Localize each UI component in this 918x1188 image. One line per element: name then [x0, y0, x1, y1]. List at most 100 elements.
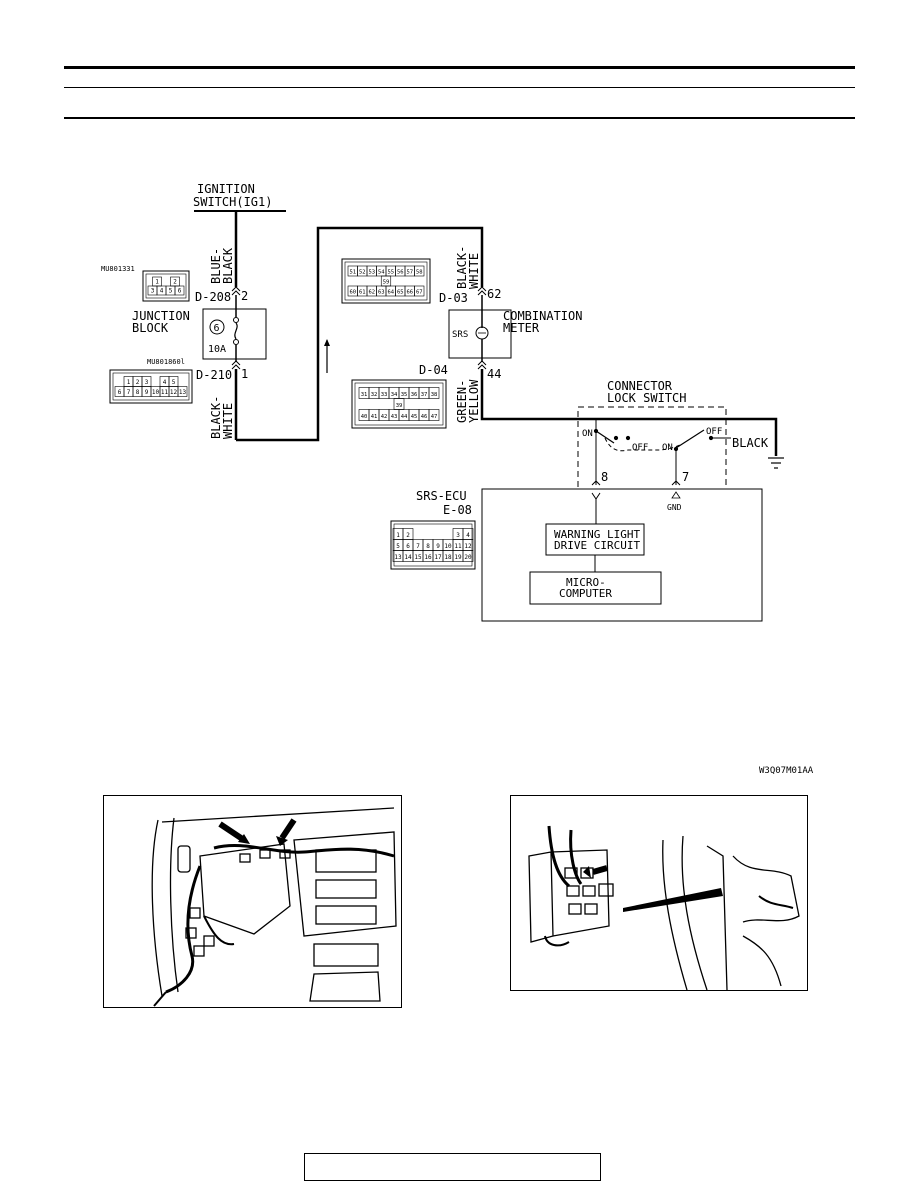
connector-pin-label: 18 — [444, 554, 452, 561]
switch-mechanical-link — [604, 437, 683, 452]
lock-switch-left-off: OFF — [632, 443, 648, 453]
connector-pin-label: 58 — [416, 270, 423, 276]
connector-pin-label: 2 — [136, 379, 140, 386]
connector-pin-label: 40 — [361, 414, 368, 420]
connector-pin-label: 14 — [404, 554, 412, 561]
junction-block-location-illustration — [510, 795, 808, 991]
srs-ecu-box — [481, 488, 763, 622]
connector-pin-label: 33 — [381, 392, 388, 398]
location-arrow-right — [279, 818, 297, 840]
connector-pin-label: 9 — [436, 543, 440, 550]
junction-conn-bottom-pin: 1 — [241, 367, 248, 381]
junction-block-label-line1: JUNCTION — [132, 309, 190, 323]
wire-green-yellow — [480, 369, 778, 456]
wire-black-white-right-line1: BLACK- — [455, 246, 469, 289]
connector-pin-label: 13 — [179, 389, 187, 396]
connector-pin-label: 43 — [391, 414, 398, 420]
connector-pin-label: 13 — [394, 554, 402, 561]
wire-green-yellow-line1: GREEN- — [455, 380, 469, 423]
connector-pin-label: 10 — [444, 543, 452, 550]
connector-pin-label: 1 — [396, 532, 400, 539]
connector-pin-label: 12 — [170, 389, 178, 396]
connector-pin-label: 2 — [406, 532, 410, 539]
connector-arrow — [592, 865, 608, 875]
dashboard-panel — [199, 843, 291, 935]
wire-blue-black-line2: BLACK — [221, 247, 235, 284]
fuse-symbol — [234, 322, 238, 340]
meter-conn-bottom-pin: 44 — [487, 367, 501, 381]
connector-pin-label: 65 — [397, 290, 404, 296]
zoom-pointer-wedge — [623, 888, 723, 912]
micro-computer-line2: COMPUTER — [559, 587, 612, 600]
junction-conn-top-id: D-208 — [195, 290, 231, 304]
connector-pin-label: 52 — [359, 270, 366, 276]
location-arrow-left — [218, 821, 246, 843]
ignition-label-line2: SWITCH(IG1) — [193, 195, 272, 209]
lock-switch-left-on: ON — [582, 429, 593, 439]
connector-lock-switch-line2: LOCK SWITCH — [607, 391, 686, 405]
fuse-number-circle — [209, 319, 225, 335]
connector-pin-label: 2 — [173, 279, 177, 286]
junction-block-body — [528, 851, 554, 943]
micro-computer-box — [529, 571, 662, 605]
lock-switch-right-off: OFF — [706, 427, 722, 437]
connector-pin-label: 11 — [161, 389, 169, 396]
connector-pin-label: 8 — [426, 543, 430, 550]
wiring-harness — [213, 844, 395, 858]
connector-pin-label: 6 — [178, 288, 182, 295]
connector-pin-label: 41 — [371, 414, 378, 420]
connector-pin-label: 11 — [454, 543, 462, 550]
connector-pin-label: 66 — [406, 290, 413, 296]
wire-black-white-right-line2: WHITE — [467, 253, 481, 289]
connector-pin-label: 16 — [424, 554, 432, 561]
connector-pin-label: 9 — [145, 389, 149, 396]
warning-circuit-line2: DRIVE CIRCUIT — [554, 539, 640, 552]
connector-pin-label: 3 — [145, 379, 149, 386]
connector-pin-label: 67 — [416, 290, 423, 296]
door-pillar-edge — [662, 839, 688, 990]
connector-pin-label: 3 — [151, 288, 155, 295]
wire-black-white-left-line2: WHITE — [221, 403, 235, 439]
connector-pin-label: 44 — [401, 414, 408, 420]
combination-meter-label-line1: COMBINATION — [503, 309, 582, 323]
connector-pin-label: 57 — [406, 270, 413, 276]
junction-conn-top-pin: 2 — [241, 289, 248, 303]
part-number-top: MU801331 — [101, 265, 135, 273]
connector-pin-label: 36 — [411, 392, 418, 398]
harness-bundle — [547, 825, 571, 888]
junction-block-label-line2: BLOCK — [132, 321, 169, 335]
connector-pin-label: 6 — [118, 389, 122, 396]
header-rule-bottom — [64, 117, 855, 119]
connector-pin-label: 47 — [431, 414, 438, 420]
connector-pin-label: 4 — [163, 379, 167, 386]
connector-pin-label: 17 — [434, 554, 442, 561]
figure-code: W3Q07M01AA — [759, 766, 814, 776]
connector-pin-label: 51 — [349, 270, 356, 276]
connector-pin-label: 6 — [406, 543, 410, 550]
wire-blue-black-line1: BLUE- — [209, 248, 223, 284]
meter-conn-bottom-id: D-04 — [419, 363, 448, 377]
combination-meter-label-line2: METER — [503, 321, 540, 335]
warning-circuit-line1: WARNING LIGHT — [554, 528, 640, 541]
connector-pin-label: 38 — [431, 392, 438, 398]
connector-pin-label: 53 — [368, 270, 375, 276]
srs-ecu-label: SRS-ECU — [416, 489, 467, 503]
ecu-pin-7: 7 — [682, 470, 689, 484]
lock-switch-left-contact — [595, 430, 615, 444]
junction-block-box — [202, 308, 267, 360]
connector-lock-switch-line1: CONNECTOR — [607, 379, 673, 393]
connector-pin-label: 5 — [172, 379, 176, 386]
connector-pin-label: 15 — [414, 554, 422, 561]
wire-green-yellow-line2: YELLOW — [467, 379, 481, 423]
connector-pin-label: 35 — [401, 392, 408, 398]
ecu-pin-8: 8 — [601, 470, 608, 484]
connector-pin-label: 4 — [160, 288, 164, 295]
fuse-number: 6 — [214, 323, 220, 334]
connector-pin-label: 3 — [456, 532, 460, 539]
